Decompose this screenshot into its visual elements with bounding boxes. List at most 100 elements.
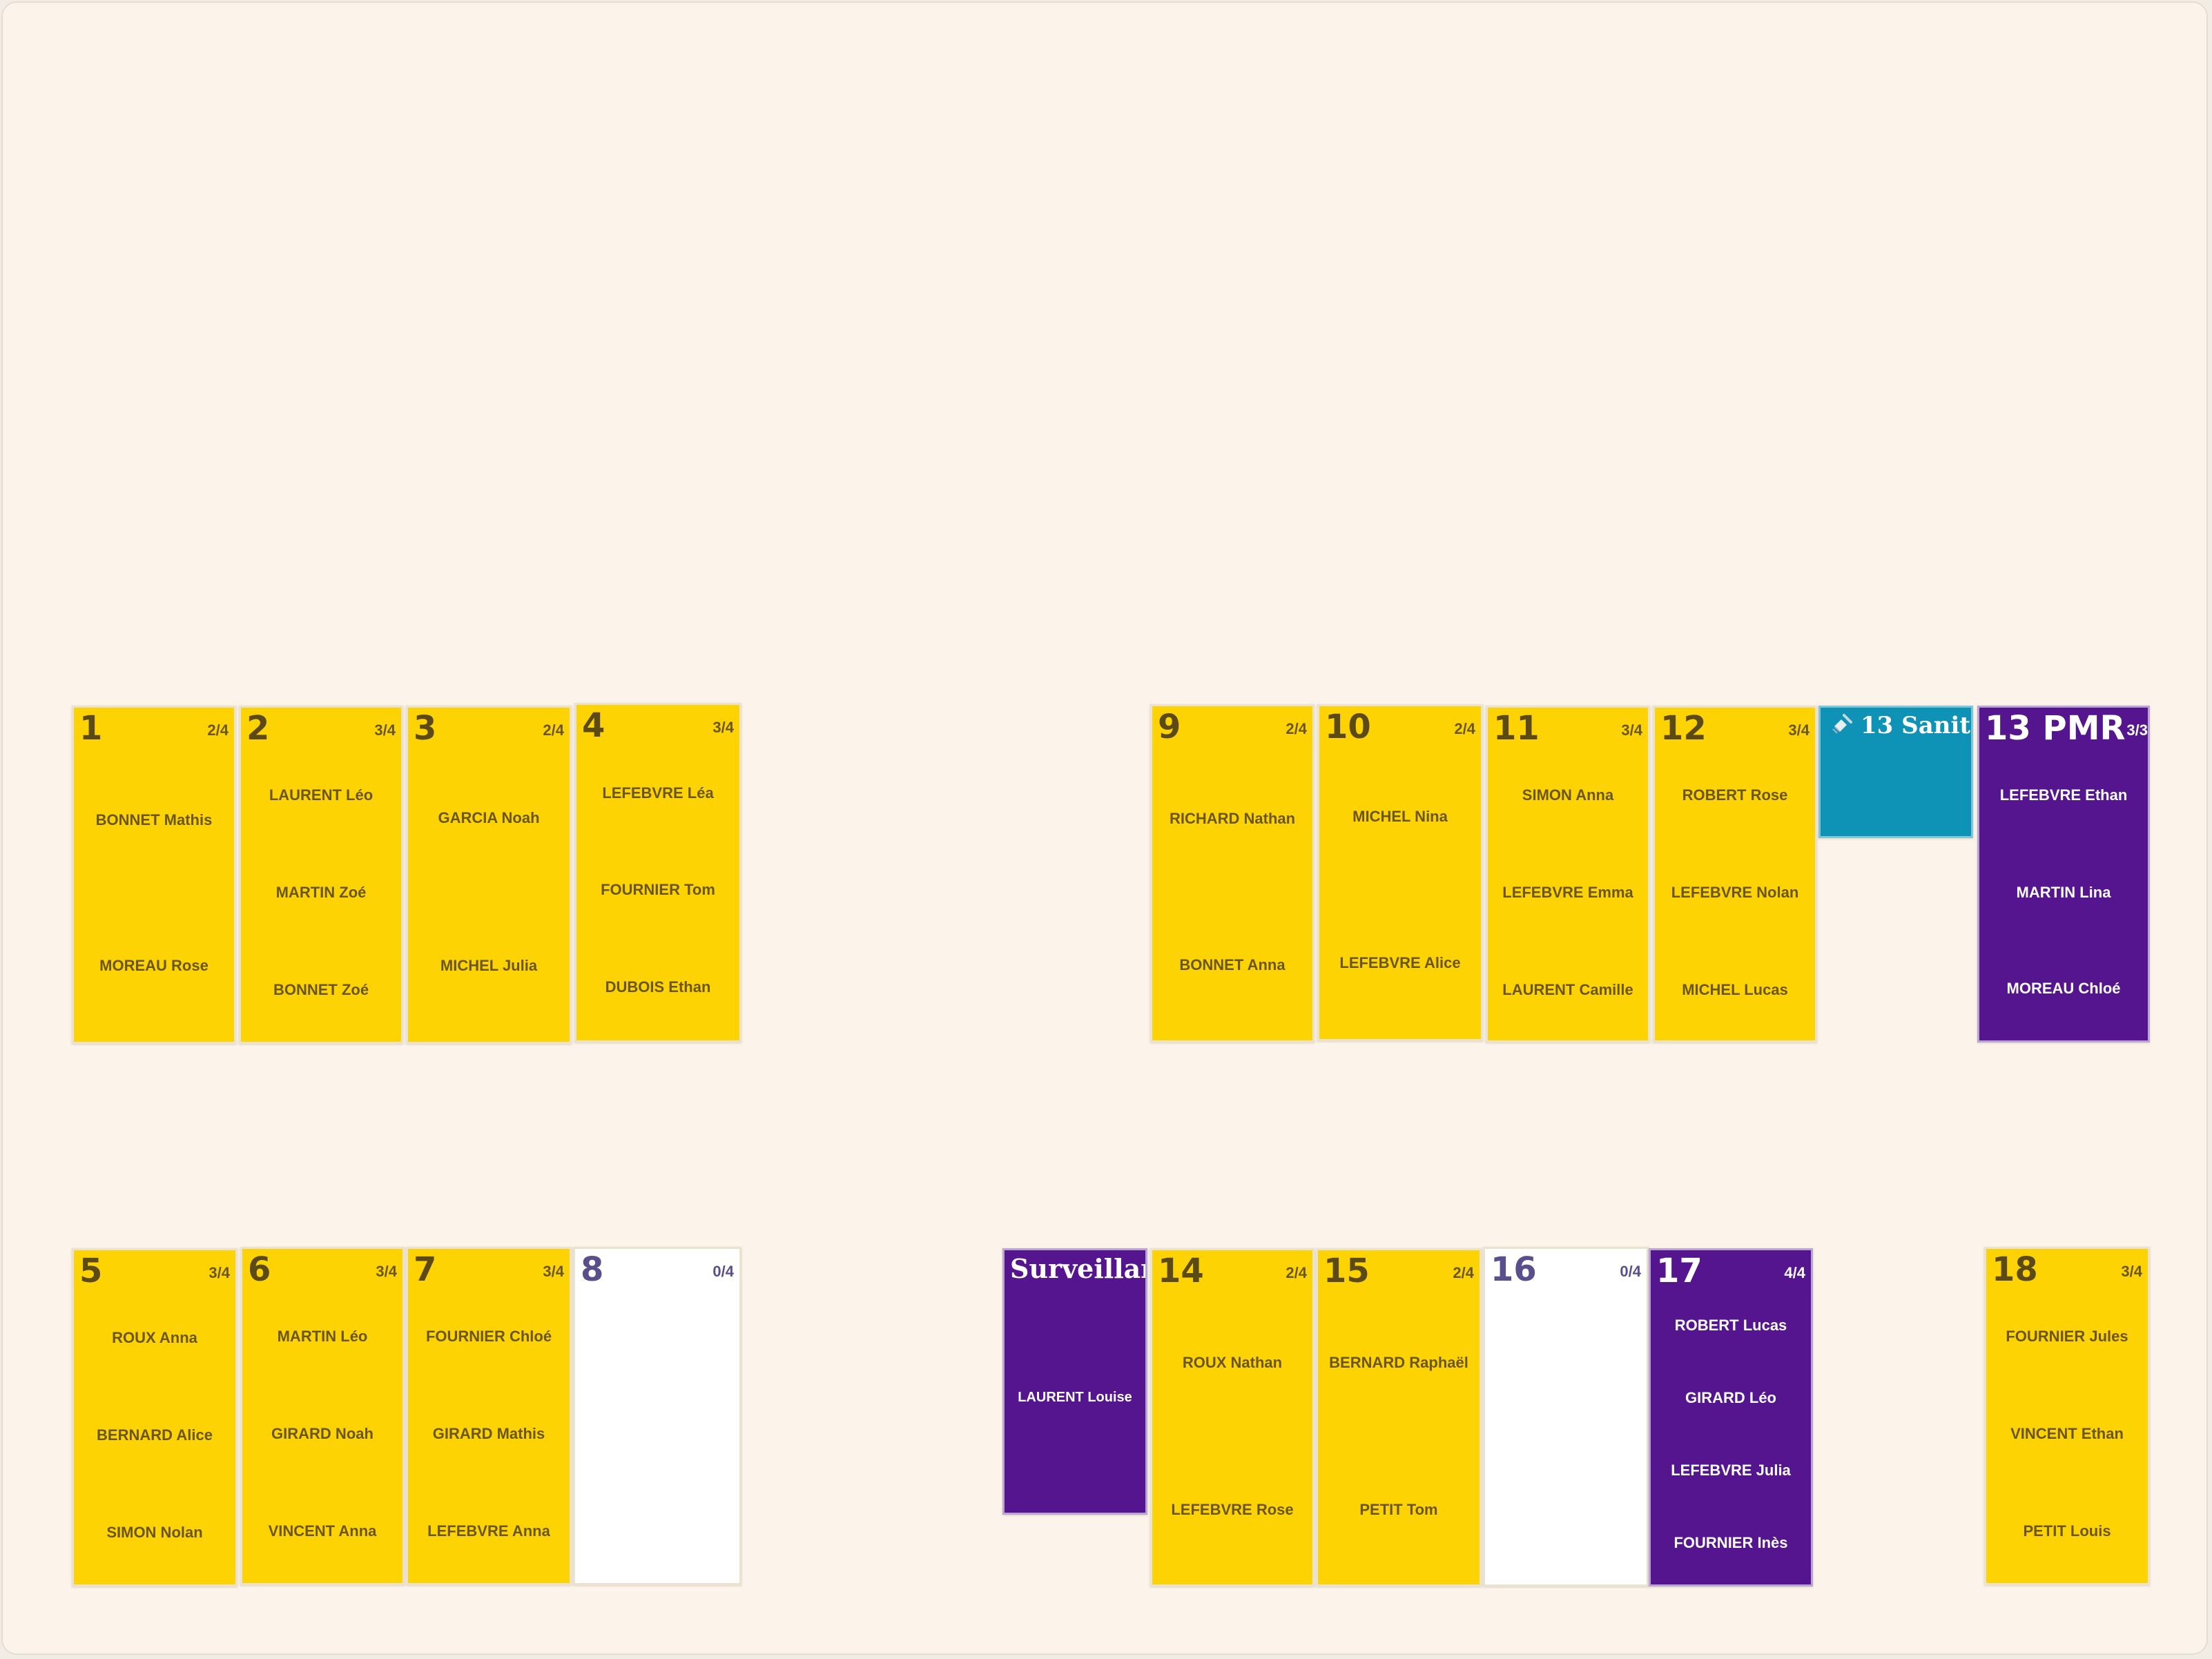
room-11[interactable]: 11 3/4 SIMON Anna LEFEBVRE Emma LAURENT … [1486, 706, 1650, 1042]
occupant[interactable]: FOURNIER Jules [2006, 1328, 2128, 1345]
room-16[interactable]: 16 0/4 [1483, 1247, 1649, 1587]
room-8[interactable]: 8 0/4 [573, 1247, 741, 1585]
room-capacity: 0/4 [1620, 1263, 1641, 1280]
room-14[interactable]: 14 2/4 ROUX Nathan LEFEBVRE Rose [1150, 1248, 1314, 1587]
occupant[interactable]: BONNET Zoé [273, 981, 369, 998]
occupant[interactable]: GIRARD Mathis [432, 1425, 545, 1442]
room-number: 11 [1493, 709, 1540, 748]
room-capacity: 3/4 [374, 721, 396, 739]
room-number: 7 [414, 1250, 437, 1289]
occupant[interactable]: VINCENT Anna [268, 1522, 377, 1540]
room-capacity: 2/4 [543, 721, 564, 739]
room-number: 8 [581, 1250, 604, 1289]
room-capacity: 3/4 [712, 719, 734, 736]
room-13-sanitary[interactable]: 13 Sanit [1818, 706, 1973, 838]
occupant[interactable]: DUBOIS Ethan [605, 978, 711, 996]
room-title: 13 PMR [1985, 709, 2126, 748]
broom-icon [1832, 714, 1852, 734]
room-title: 13 Sanit [1830, 712, 1970, 739]
occupant[interactable]: LEFEBVRE Julia [1671, 1462, 1791, 1479]
room-capacity: 2/4 [207, 721, 229, 739]
room-number: 4 [582, 706, 605, 745]
occupant[interactable]: GIRARD Noah [271, 1425, 373, 1442]
occupant[interactable]: ROBERT Lucas [1674, 1317, 1787, 1334]
occupant[interactable]: PETIT Louis [2023, 1522, 2111, 1540]
occupant[interactable]: LAURENT Louise [1018, 1390, 1132, 1405]
occupant[interactable]: LEFEBVRE Alice [1339, 954, 1461, 971]
room-number: 1 [79, 709, 103, 748]
occupant[interactable]: LAURENT Léo [269, 786, 373, 804]
occupant[interactable]: LEFEBVRE Léa [602, 784, 714, 802]
room-number: 17 [1656, 1252, 1702, 1290]
room-capacity: 3/4 [376, 1263, 397, 1280]
room-surveillant[interactable]: Surveillar LAURENT Louise [1002, 1248, 1147, 1515]
occupant[interactable]: LEFEBVRE Emma [1502, 884, 1633, 901]
room-capacity: 3/3 [2126, 721, 2148, 739]
room-capacity: 2/4 [1453, 1264, 1474, 1281]
occupant[interactable]: PETIT Tom [1359, 1501, 1438, 1518]
occupant[interactable]: ROUX Nathan [1182, 1354, 1283, 1371]
room-capacity: 3/4 [1788, 721, 1810, 739]
occupant[interactable]: ROBERT Rose [1682, 786, 1788, 804]
room-12[interactable]: 12 3/4 ROBERT Rose LEFEBVRE Nolan MICHEL… [1653, 706, 1817, 1042]
room-capacity: 3/4 [2121, 1263, 2142, 1280]
occupant[interactable]: BONNET Mathis [95, 811, 213, 828]
occupant[interactable]: BERNARD Alice [97, 1426, 213, 1444]
room-17[interactable]: 17 4/4 ROBERT Lucas GIRARD Léo LEFEBVRE … [1649, 1248, 1813, 1587]
room-4[interactable]: 4 3/4 LEFEBVRE Léa FOURNIER Tom DUBOIS E… [574, 703, 741, 1042]
room-capacity: 4/4 [1784, 1264, 1805, 1281]
room-number: 12 [1660, 709, 1707, 748]
occupant[interactable]: VINCENT Ethan [2010, 1425, 2124, 1442]
room-15[interactable]: 15 2/4 BERNARD Raphaël PETIT Tom [1316, 1248, 1482, 1587]
room-number: 2 [246, 709, 270, 748]
room-6[interactable]: 6 3/4 MARTIN Léo GIRARD Noah VINCENT Ann… [240, 1247, 405, 1585]
occupant[interactable]: FOURNIER Tom [601, 881, 715, 898]
room-18[interactable]: 18 3/4 FOURNIER Jules VINCENT Ethan PETI… [1984, 1247, 2150, 1585]
room-capacity: 2/4 [1454, 720, 1475, 737]
room-capacity: 2/4 [1286, 1264, 1307, 1281]
occupant[interactable]: MICHEL Julia [440, 957, 538, 974]
room-title-text: 13 Sanit [1861, 712, 1971, 739]
room-number: 5 [79, 1252, 103, 1290]
occupant[interactable]: MARTIN Lina [2016, 884, 2111, 901]
room-capacity: 3/4 [543, 1263, 564, 1280]
room-number: 6 [248, 1250, 271, 1289]
occupant[interactable]: LEFEBVRE Rose [1171, 1501, 1294, 1518]
room-capacity: 3/4 [1621, 721, 1642, 739]
room-7[interactable]: 7 3/4 FOURNIER Chloé GIRARD Mathis LEFEB… [406, 1247, 572, 1585]
occupant[interactable]: MOREAU Rose [99, 957, 208, 974]
room-number: 15 [1323, 1252, 1370, 1290]
room-5[interactable]: 5 3/4 ROUX Anna BERNARD Alice SIMON Nola… [72, 1248, 237, 1587]
occupant[interactable]: FOURNIER Chloé [425, 1328, 552, 1345]
room-number: 10 [1325, 708, 1371, 746]
room-title: Surveillar [1010, 1253, 1147, 1284]
occupant[interactable]: MICHEL Nina [1352, 808, 1448, 825]
occupant[interactable]: LEFEBVRE Anna [427, 1522, 550, 1540]
room-number: 18 [1992, 1250, 2038, 1289]
room-9[interactable]: 9 2/4 RICHARD Nathan BONNET Anna [1150, 704, 1314, 1042]
occupant[interactable]: MOREAU Chloé [2006, 980, 2121, 997]
room-3[interactable]: 3 2/4 GARCIA Noah MICHEL Julia [406, 706, 572, 1044]
occupant[interactable]: LAURENT Camille [1502, 981, 1633, 998]
room-10[interactable]: 10 2/4 MICHEL Nina LEFEBVRE Alice [1317, 704, 1483, 1041]
occupant[interactable]: LEFEBVRE Ethan [1999, 786, 2128, 804]
occupant[interactable]: GARCIA Noah [438, 809, 540, 826]
room-1[interactable]: 1 2/4 BONNET Mathis MOREAU Rose [72, 706, 236, 1044]
room-2[interactable]: 2 3/4 LAURENT Léo MARTIN Zoé BONNET Zoé [239, 706, 403, 1044]
room-number: 14 [1158, 1252, 1204, 1290]
occupant[interactable]: SIMON Nolan [106, 1524, 203, 1541]
occupant[interactable]: MARTIN Léo [277, 1328, 368, 1345]
occupant[interactable]: SIMON Anna [1522, 786, 1614, 804]
occupant[interactable]: MARTIN Zoé [275, 884, 367, 901]
occupant[interactable]: BERNARD Raphaël [1329, 1354, 1468, 1371]
occupant[interactable]: LEFEBVRE Nolan [1671, 884, 1799, 901]
occupant[interactable]: BONNET Anna [1179, 956, 1286, 973]
occupant[interactable]: RICHARD Nathan [1169, 810, 1296, 827]
occupant[interactable]: FOURNIER Inès [1673, 1534, 1788, 1551]
occupant[interactable]: GIRARD Léo [1685, 1389, 1776, 1406]
occupant[interactable]: MICHEL Lucas [1682, 981, 1788, 998]
room-number: 3 [414, 709, 437, 748]
occupant[interactable]: ROUX Anna [112, 1329, 197, 1346]
room-capacity: 2/4 [1286, 720, 1307, 737]
room-13-pmr[interactable]: 13 PMR 3/3 LEFEBVRE Ethan MARTIN Lina MO… [1977, 706, 2150, 1042]
